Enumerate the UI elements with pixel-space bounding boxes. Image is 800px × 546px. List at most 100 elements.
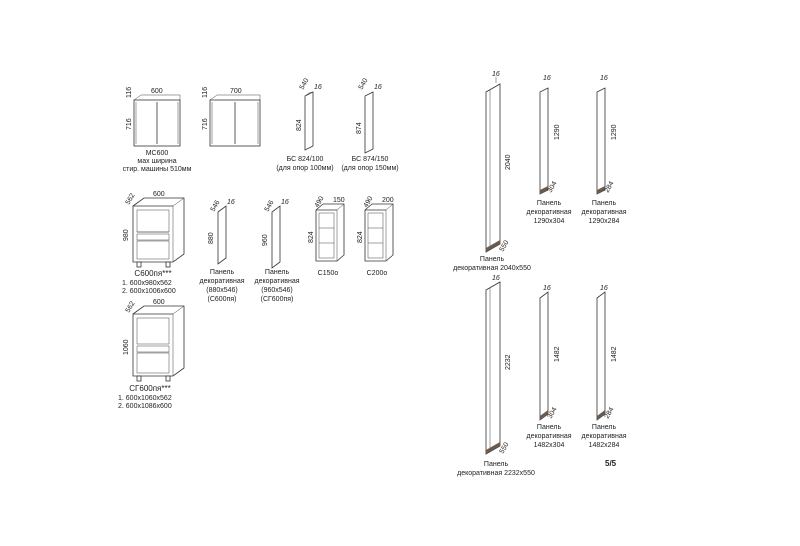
bc824-caption-2: (для опор 100мм): [276, 165, 333, 172]
c150-width-dim: 150: [333, 197, 345, 204]
panel880-caption-4: (С600пя): [208, 296, 237, 303]
p1290b-height-dim: 1290: [611, 124, 618, 140]
p1290a-thickness-dim: 16: [543, 75, 551, 82]
panel-960-546: 546 16 960 Панель декоративная (960х546)…: [254, 199, 299, 303]
bc874-caption-2: (для опор 150мм): [341, 165, 398, 172]
c600-depth-dim: 562: [125, 192, 137, 206]
p1482b-thickness-dim: 16: [600, 285, 608, 292]
mc600-width-dim: 600: [151, 88, 163, 95]
bc824-caption-1: БС 824/100: [287, 156, 324, 163]
panel-1290-304: 16 1290 304 Панель декоративная 1290х304: [526, 75, 571, 225]
p1482a-caption-2: декоративная: [526, 433, 571, 440]
p1482a-width-dim: 304: [547, 406, 559, 420]
cg600-caption-1: СГ600пя***: [129, 384, 170, 393]
cg600-width-dim: 600: [153, 299, 165, 306]
bc874-depth-dim: 540: [358, 77, 370, 91]
bc824-depth-dim: 540: [299, 77, 311, 91]
cg600-caption-2: 1. 600х1060х562: [118, 395, 172, 402]
mc700-cabinet: 116 700 716: [202, 87, 261, 147]
p1290b-caption-3: 1290х284: [589, 218, 620, 225]
panel960-thickness-dim: 16: [281, 199, 289, 206]
cg600-depth-dim: 562: [125, 300, 137, 314]
mc600-height-dim: 716: [126, 118, 133, 130]
c200-width-dim: 200: [382, 197, 394, 204]
c200-shelf: 200 490 824 С200о: [357, 195, 394, 277]
mc700-height-dim: 716: [202, 118, 209, 130]
p2040-height-dim: 2040: [505, 154, 512, 170]
c150-caption: С150о: [318, 270, 339, 277]
p1482b-caption-1: Панель: [592, 424, 617, 431]
mc700-width-dim: 700: [230, 88, 242, 95]
c600-height-dim: 980: [123, 229, 130, 241]
p2040-caption-1: Панель: [480, 256, 505, 263]
p2232-caption-1: Панель: [484, 461, 509, 468]
p1290a-caption-1: Панель: [537, 200, 562, 207]
p2232-width-dim: 550: [499, 441, 511, 455]
bc874-thickness-dim: 16: [374, 84, 382, 91]
c600-caption-1: С600пя***: [134, 269, 171, 278]
p1482b-height-dim: 1482: [611, 346, 618, 362]
panel-1482-304: 16 1482 304 Панель декоративная 1482х304: [526, 285, 571, 449]
p2040-caption-2: декоративная 2040х550: [453, 265, 531, 272]
c600-cabinet: 600 562 980 С600пя*** 1. 600х980х562 2. …: [122, 191, 185, 295]
c150-depth-dim: 490: [314, 195, 326, 209]
panel960-caption-2: декоративная: [254, 278, 299, 285]
mc600-caption-3: стир. машины 510мм: [123, 166, 192, 173]
panel880-height-dim: 880: [208, 232, 215, 244]
c150-height-dim: 824: [308, 231, 315, 243]
c600-width-dim: 600: [153, 191, 165, 198]
panel-880-546: 546 16 880 Панель декоративная (880х546)…: [199, 199, 244, 303]
c150-shelf: 150 490 824 С150о: [308, 195, 345, 277]
c200-height-dim: 824: [357, 231, 364, 243]
p1290b-width-dim: 284: [604, 180, 616, 194]
cg600-cabinet: 600 562 1060 СГ600пя*** 1. 600х1060х562 …: [118, 299, 185, 410]
panel880-depth-dim: 546: [210, 199, 222, 213]
cg600-height-dim: 1060: [123, 339, 130, 355]
p1482a-thickness-dim: 16: [543, 285, 551, 292]
panel960-caption-1: Панель: [265, 269, 290, 276]
p1482b-caption-2: декоративная: [581, 433, 626, 440]
panel880-caption-3: (880х546): [206, 287, 238, 294]
bc824-height-dim: 824: [296, 119, 303, 131]
bc824-thickness-dim: 16: [314, 84, 322, 91]
mc600-depth-dim: 116: [126, 87, 133, 98]
p2232-caption-2: декоративная 2232х550: [457, 470, 535, 477]
panel880-caption-1: Панель: [210, 269, 235, 276]
p2040-thickness-dim: 16: [492, 71, 500, 78]
p1482b-width-dim: 284: [604, 406, 616, 420]
mc600-cabinet: 116 600 716 МС600 мах ширина стир. машин…: [123, 87, 192, 173]
mc700-depth-dim: 116: [202, 87, 209, 98]
p1482b-caption-3: 1482х284: [589, 442, 620, 449]
c200-depth-dim: 490: [363, 195, 375, 209]
p1290a-caption-3: 1290х304: [534, 218, 565, 225]
bc824-panel: 540 16 824 БС 824/100 (для опор 100мм): [276, 77, 333, 172]
panel-1290-284: 16 1290 284 Панель декоративная 1290х284: [581, 75, 626, 225]
p1482a-caption-1: Панель: [537, 424, 562, 431]
panel880-caption-2: декоративная: [199, 278, 244, 285]
p1290b-thickness-dim: 16: [600, 75, 608, 82]
panel960-depth-dim: 546: [264, 199, 276, 213]
p1482a-height-dim: 1482: [554, 346, 561, 362]
p1290a-height-dim: 1290: [554, 124, 561, 140]
panel-1482-284: 16 1482 284 Панель декоративная 1482х284: [581, 285, 626, 449]
p1290b-caption-2: декоративная: [581, 209, 626, 216]
bc874-caption-1: БС 874/150: [352, 156, 389, 163]
panel-2040-550: 16 2040 550 Панель декоративная 2040х550: [453, 71, 531, 272]
panel960-caption-4: (СГ600пя): [261, 296, 294, 303]
c600-caption-2: 1. 600х980х562: [122, 280, 172, 287]
page-number: 5/5: [605, 459, 617, 468]
panel960-height-dim: 960: [262, 234, 269, 246]
p1290b-caption-1: Панель: [592, 200, 617, 207]
bc874-height-dim: 874: [356, 122, 363, 134]
c600-caption-3: 2. 600х1006х600: [122, 288, 176, 295]
c200-caption: С200о: [367, 270, 388, 277]
p1290a-width-dim: 304: [547, 180, 559, 194]
mc600-caption-1: МС600: [146, 150, 169, 157]
panel960-caption-3: (960х546): [261, 287, 293, 294]
p1482a-caption-3: 1482х304: [534, 442, 565, 449]
p2232-thickness-dim: 16: [492, 275, 500, 282]
panel880-thickness-dim: 16: [227, 199, 235, 206]
cg600-caption-3: 2. 600х1086х600: [118, 403, 172, 410]
panel-2232-550: 16 2232 550 Панель декоративная 2232х550: [457, 275, 535, 477]
